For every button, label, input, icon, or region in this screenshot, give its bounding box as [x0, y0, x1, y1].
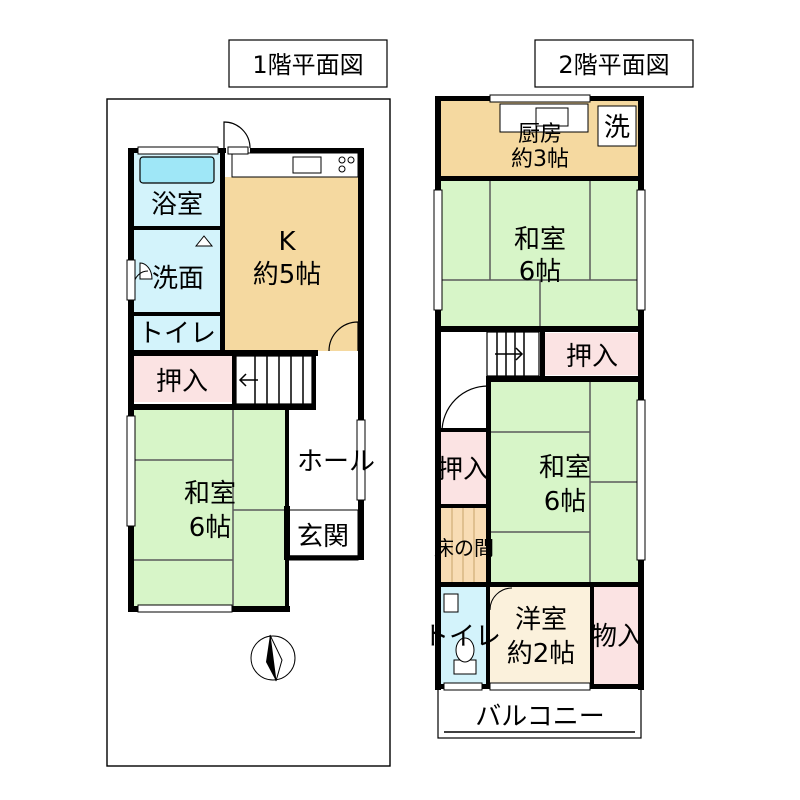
- laundry-box: [597, 105, 637, 147]
- kitchen2-name: 厨房: [518, 122, 562, 147]
- kitchen1-size: 約5帖: [253, 260, 322, 290]
- toilet2-bowl-icon: [453, 637, 477, 675]
- closet1-room: [134, 356, 232, 402]
- tokonoma-label: 床の間: [434, 536, 494, 560]
- toilet2-sink-icon: [443, 593, 459, 613]
- tatami2-lower-lines: [490, 382, 640, 582]
- washitsu1-size: 6帖: [189, 513, 232, 543]
- floor2-title-box: 2階平面図: [534, 39, 694, 88]
- entrance-label: 玄関: [297, 522, 349, 552]
- sink-icon: [292, 156, 322, 174]
- washitsu2-upper-name: 和室: [514, 225, 566, 255]
- floor2-title: 2階平面図: [558, 51, 669, 79]
- closet2-right-room: [545, 333, 640, 375]
- kitchen-door-swing: [328, 321, 359, 352]
- stove-icon: [338, 156, 346, 164]
- youshitsu-name: 洋室: [515, 605, 567, 635]
- floor1-plan: 浴室 洗面 トイレ K 約5帖 押入 ホール 和室 6帖 玄関: [106, 98, 391, 767]
- entrance-floor: [287, 509, 359, 561]
- washitsu1-name: 和室: [184, 479, 236, 509]
- tatami1-lines: [134, 410, 287, 610]
- north-arrow-icon: [250, 634, 296, 682]
- storage-room: [594, 586, 640, 684]
- toilet1-room: [134, 315, 222, 351]
- bathtub-icon: [139, 156, 215, 184]
- door2-swing: [441, 385, 489, 433]
- washitsu2-lower-name: 和室: [539, 453, 591, 483]
- closet2-left-label: 押入: [437, 455, 489, 485]
- toilet2-label: トイレ: [423, 622, 501, 652]
- balcony-area: [437, 687, 642, 739]
- floor2-windows: [433, 94, 646, 691]
- back-door-swing: [223, 121, 251, 149]
- kitchen1-room: [224, 177, 361, 351]
- stairs1: [235, 355, 313, 405]
- youshitsu-size: 約2帖: [507, 639, 576, 669]
- bath-label: 浴室: [151, 190, 203, 220]
- balcony-label: バルコニー: [475, 702, 604, 732]
- floor1-title: 1階平面図: [252, 51, 363, 79]
- floor1-title-box: 1階平面図: [228, 39, 388, 88]
- closet2-left-room: [440, 432, 486, 504]
- kitchen1-name: K: [278, 227, 296, 257]
- stairs2: [486, 331, 540, 377]
- hall-label: ホール: [297, 447, 375, 477]
- stairs-arrow-icon: [238, 373, 247, 387]
- site-boundary: [106, 98, 391, 767]
- washroom-label: 洗面: [152, 264, 204, 294]
- closet2-right-label: 押入: [566, 342, 618, 372]
- tatami2-upper-lines: [440, 180, 640, 328]
- storage-label: 物入: [591, 622, 643, 652]
- washitsu2-lower-size: 6帖: [544, 487, 587, 517]
- closet1-label: 押入: [156, 367, 208, 397]
- sink2-icon: [535, 107, 569, 127]
- washitsu2-upper-size: 6帖: [519, 257, 562, 287]
- toilet1-label: トイレ: [138, 319, 216, 349]
- kitchen2-size: 約3帖: [511, 147, 569, 172]
- floor1-windows: [126, 146, 366, 613]
- tokonoma-planks: [451, 508, 475, 582]
- stairs2-arrow-icon: [515, 347, 524, 361]
- floor2-plan: 厨房 約3帖 洗 和室 6帖 押入 押入 和室 6帖 床の間 トイレ 洋室 約2…: [423, 94, 646, 739]
- youshitsu-room: [490, 586, 590, 684]
- laundry-label: 洗: [604, 113, 630, 143]
